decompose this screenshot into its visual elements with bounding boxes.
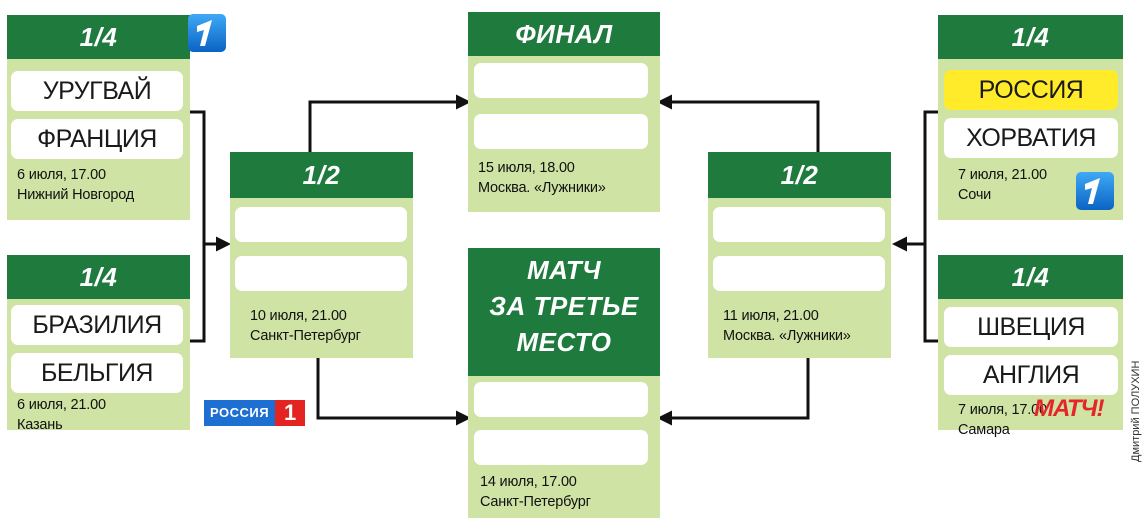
match-info: 7 июля, 17.00 Самара [958, 400, 1047, 440]
match-city: Сочи [958, 187, 992, 203]
empty-team-slot [474, 430, 648, 465]
stage-header: ФИНАЛ [468, 12, 660, 56]
match-city: Нижний Новгород [17, 187, 135, 203]
match-city: Санкт-Петербург [480, 494, 591, 510]
photo-credit: Дмитрий ПОЛУХИН [1130, 360, 1142, 462]
connector-sf2-to-third [657, 358, 810, 426]
match-date: 6 июля, 17.00 [17, 167, 106, 183]
match-date: 7 июля, 21.00 [958, 167, 1047, 183]
stage-header: 1/4 [938, 15, 1123, 59]
rossiya-logo-number: 1 [275, 400, 306, 426]
third-place-card: МАТЧ ЗА ТРЕТЬЕ МЕСТО 14 июля, 17.00 Санк… [468, 248, 660, 518]
match-date: 11 июля, 21.00 [723, 308, 819, 324]
quarterfinal-card-left-bottom: 1/4 БРАЗИЛИЯ БЕЛЬГИЯ 6 июля, 21.00 Казан… [7, 255, 190, 433]
rossiya-1-logo: РОССИЯ 1 [204, 400, 306, 426]
connector-sf1-to-third [316, 358, 471, 426]
match-city: Самара [958, 422, 1010, 438]
empty-team-slot [474, 63, 648, 98]
match-info: 11 июля, 21.00 Москва. «Лужники» [723, 306, 851, 346]
stage-header: 1/4 [7, 255, 190, 299]
match-city: Москва. «Лужники» [723, 328, 851, 344]
stage-header: 1/2 [708, 152, 891, 198]
match-date: 14 июля, 17.00 [480, 474, 577, 490]
connector-qf1-to-sf1 [190, 110, 206, 343]
match-info: 6 июля, 21.00 Казань [17, 395, 106, 435]
stage-label: 1/4 [79, 262, 118, 292]
match-city: Москва. «Лужники» [478, 180, 606, 196]
empty-team-slot [713, 207, 885, 242]
stage-label: 1/4 [1011, 262, 1050, 292]
team-slot: БРАЗИЛИЯ [11, 305, 183, 345]
match-city: Казань [17, 417, 63, 433]
stage-header: МАТЧ ЗА ТРЕТЬЕ МЕСТО [468, 248, 660, 376]
match-city: Санкт-Петербург [250, 328, 361, 344]
team-slot: ШВЕЦИЯ [944, 307, 1118, 347]
stage-label-line1: МАТЧ [526, 255, 602, 285]
channel-one-logo [1076, 172, 1114, 210]
match-info: 14 июля, 17.00 Санкт-Петербург [480, 472, 591, 512]
stage-label: 1/4 [79, 22, 118, 52]
stage-label-line3: МЕСТО [516, 327, 612, 357]
quarterfinal-card-right-bottom: 1/4 ШВЕЦИЯ АНГЛИЯ 7 июля, 17.00 Самара [938, 255, 1123, 438]
rossiya-logo-text: РОССИЯ [204, 400, 276, 426]
stage-label-line2: ЗА ТРЕТЬЕ [489, 291, 639, 321]
match-info: 10 июля, 21.00 Санкт-Петербург [250, 306, 361, 346]
channel-one-logo [188, 14, 226, 52]
team-slot: АНГЛИЯ [944, 355, 1118, 395]
team-slot-highlighted: РОССИЯ [944, 70, 1118, 110]
semifinal-card-left: 1/2 10 июля, 21.00 Санкт-Петербург [230, 152, 413, 358]
team-slot: УРУГВАЙ [11, 71, 183, 111]
match-info: 6 июля, 17.00 Нижний Новгород [17, 165, 134, 205]
match-info: 15 июля, 18.00 Москва. «Лужники» [478, 158, 606, 198]
match-info: 7 июля, 21.00 Сочи [958, 165, 1047, 205]
stage-header: 1/4 [7, 15, 190, 59]
empty-team-slot [474, 382, 648, 417]
team-slot: ФРАНЦИЯ [11, 119, 183, 159]
team-slot: ХОРВАТИЯ [944, 118, 1118, 158]
stage-label: 1/2 [780, 160, 819, 190]
connector-qf3-to-sf2 [923, 110, 938, 343]
stage-label: 1/2 [302, 160, 341, 190]
match-date: 10 июля, 21.00 [250, 308, 347, 324]
quarterfinal-card-left-top: 1/4 УРУГВАЙ ФРАНЦИЯ 6 июля, 17.00 Нижний… [7, 15, 190, 220]
stage-label: 1/4 [1011, 22, 1050, 52]
semifinal-card-right: 1/2 11 июля, 21.00 Москва. «Лужники» [708, 152, 891, 358]
connector-sf1-to-final [308, 94, 471, 152]
team-slot: БЕЛЬГИЯ [11, 353, 183, 393]
stage-label: ФИНАЛ [515, 19, 613, 49]
match-tv-logo: МАТЧ! [1034, 395, 1105, 422]
stage-header: 1/2 [230, 152, 413, 198]
empty-team-slot [235, 207, 407, 242]
final-card: ФИНАЛ 15 июля, 18.00 Москва. «Лужники» [468, 12, 660, 212]
match-date: 6 июля, 21.00 [17, 397, 106, 413]
stage-header: 1/4 [938, 255, 1123, 299]
empty-team-slot [474, 114, 648, 149]
empty-team-slot [713, 256, 885, 291]
match-date: 15 июля, 18.00 [478, 160, 575, 176]
match-date: 7 июля, 17.00 [958, 402, 1047, 418]
quarterfinal-card-right-top: 1/4 РОССИЯ ХОРВАТИЯ 7 июля, 21.00 Сочи [938, 15, 1123, 220]
empty-team-slot [235, 256, 407, 291]
connector-sf2-to-final [657, 94, 820, 152]
